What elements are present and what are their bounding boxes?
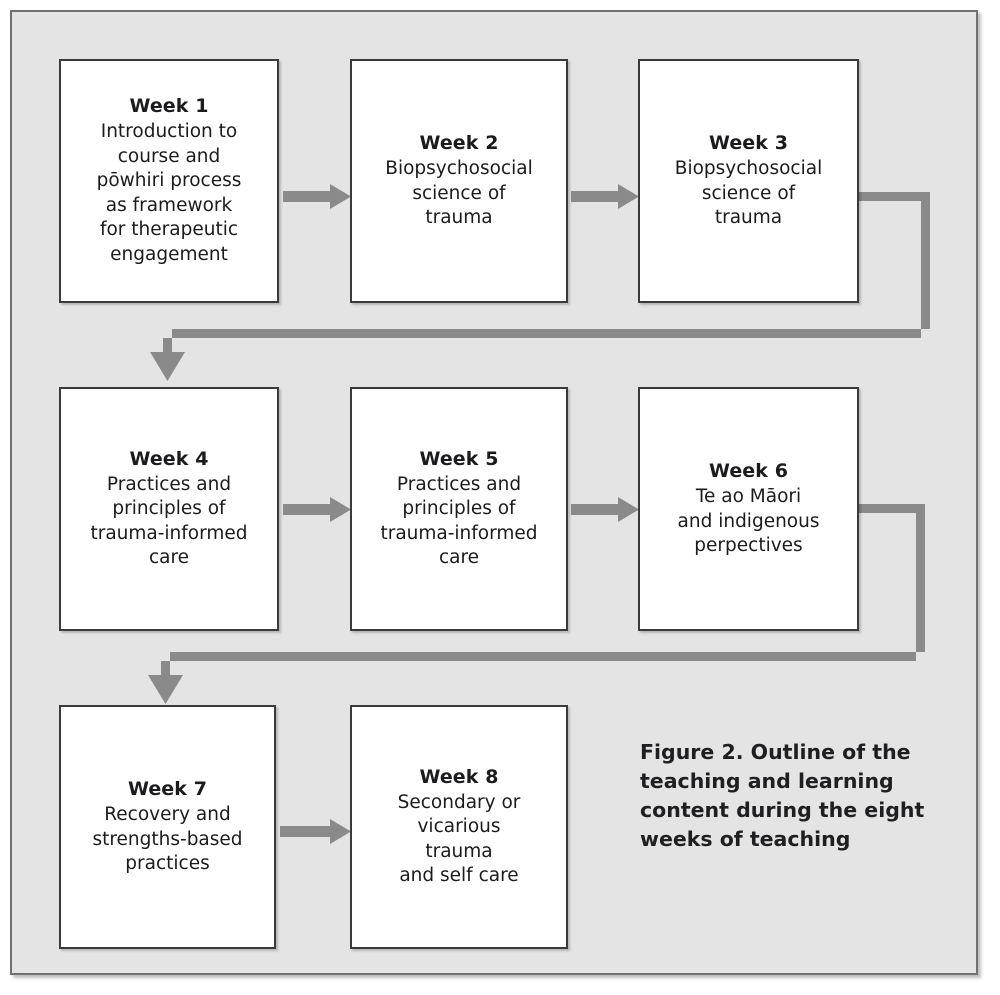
- week-box-2[interactable]: Week 2 Biopsychosocial science of trauma: [350, 59, 568, 303]
- week-box-3-title: Week 3: [708, 132, 789, 155]
- week-box-3[interactable]: Week 3 Biopsychosocial science of trauma: [638, 59, 859, 303]
- week-box-5[interactable]: Week 5 Practices and principles of traum…: [350, 387, 568, 631]
- week-box-7-title: Week 7: [127, 778, 208, 801]
- week-box-6-title: Week 6: [708, 460, 789, 483]
- week-box-2-body: Biopsychosocial science of trauma: [385, 157, 533, 229]
- week-box-7[interactable]: Week 7 Recovery and strengths-based prac…: [59, 705, 276, 949]
- week-box-1[interactable]: Week 1 Introduction to course and pōwhir…: [59, 59, 279, 303]
- week-box-5-body: Practices and principles of trauma-infor…: [380, 473, 538, 569]
- week-box-8[interactable]: Week 8 Secondary or vicarious trauma and…: [350, 705, 568, 949]
- week-box-8-body: Secondary or vicarious trauma and self c…: [397, 791, 521, 887]
- week-box-4[interactable]: Week 4 Practices and principles of traum…: [59, 387, 279, 631]
- figure-caption: Figure 2. Outline of the teaching and le…: [640, 740, 925, 852]
- week-box-7-body: Recovery and strengths-based practices: [92, 803, 243, 875]
- week-box-6[interactable]: Week 6 Te ao Māori and indigenous perpec…: [638, 387, 859, 631]
- week-box-1-body: Introduction to course and pōwhiri proce…: [96, 121, 242, 266]
- week-box-3-body: Biopsychosocial science of trauma: [674, 157, 823, 229]
- week-box-1-title: Week 1: [129, 95, 209, 118]
- week-box-5-title: Week 5: [419, 447, 499, 470]
- week-box-2-title: Week 2: [419, 132, 499, 155]
- week-box-4-title: Week 4: [129, 447, 209, 470]
- week-box-6-body: Te ao Māori and indigenous perpectives: [677, 485, 820, 557]
- week-box-8-title: Week 8: [419, 765, 499, 788]
- week-box-4-body: Practices and principles of trauma-infor…: [90, 473, 248, 569]
